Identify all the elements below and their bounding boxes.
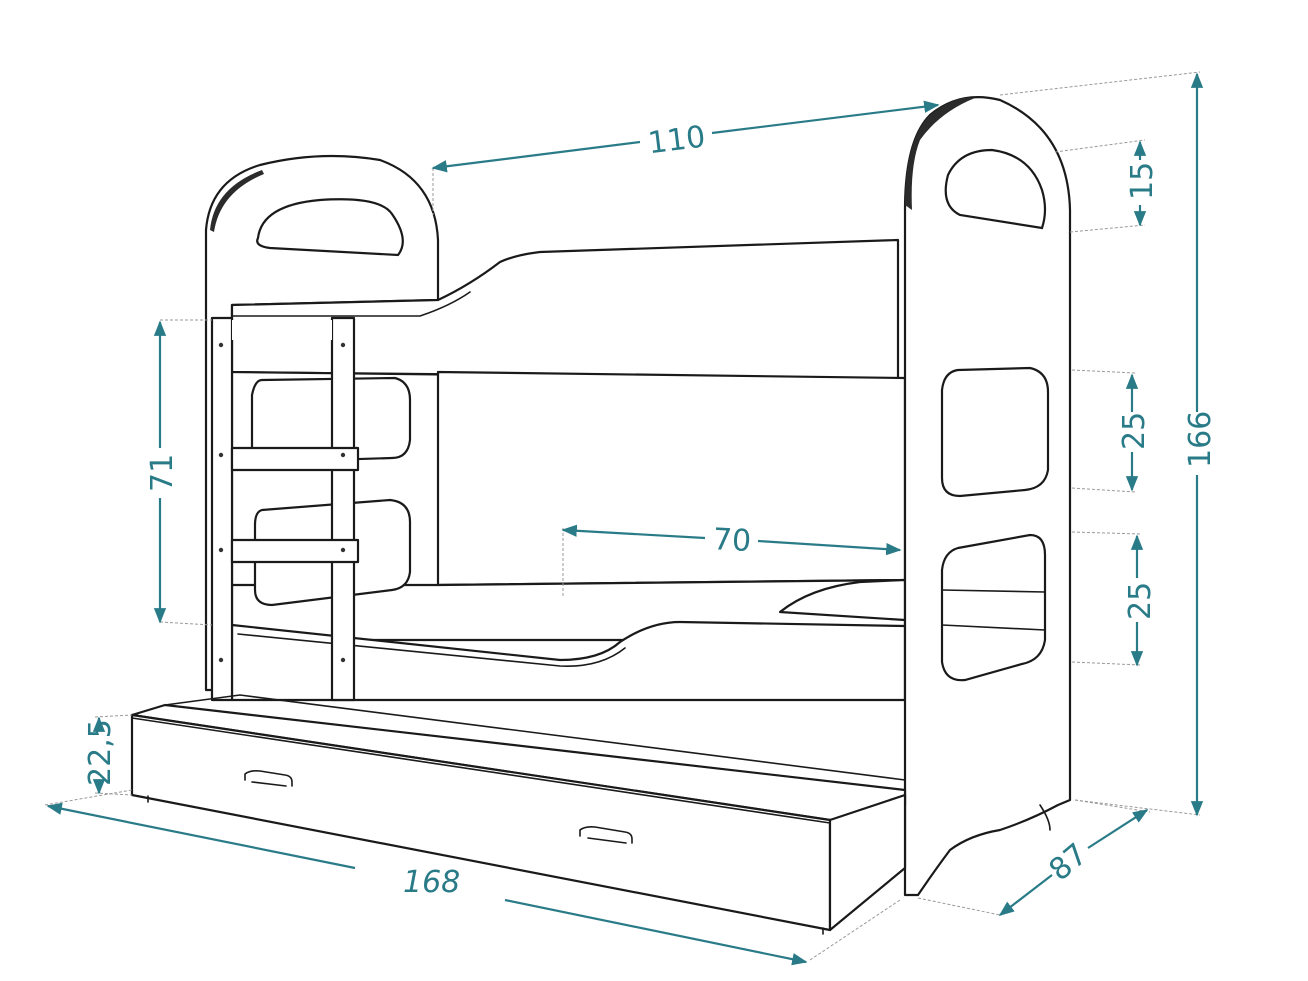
right-headboard <box>903 96 1072 897</box>
dim-upper-opening: 25 <box>1117 412 1152 450</box>
ladder <box>210 316 360 702</box>
extension-lines <box>44 71 1201 961</box>
right-head-handle-hole <box>944 148 1047 230</box>
dim-total-length: 168 <box>403 865 460 900</box>
left-head-handle-hole <box>256 198 404 257</box>
dimension-labels: 110 15 166 25 25 71 70 22,5 168 87 <box>83 120 1218 900</box>
right-lower-opening <box>940 533 1047 682</box>
drawer-handle-left <box>244 770 293 787</box>
right-upper-opening <box>940 366 1050 498</box>
dim-drawer-height: 22,5 <box>83 719 118 786</box>
dim-ladder-height: 71 <box>145 454 180 492</box>
dim-depth: 87 <box>1043 837 1095 888</box>
dim-head-arch: 15 <box>1125 162 1160 200</box>
dim-guard-opening: 70 <box>712 522 752 559</box>
drawer <box>130 694 907 935</box>
left-headboard <box>204 154 440 692</box>
dim-lower-opening: 25 <box>1123 582 1158 620</box>
lower-guard-rail <box>230 578 907 702</box>
drawer-handle-right <box>579 826 633 844</box>
dimension-lines <box>46 72 1204 966</box>
dim-total-height: 166 <box>1183 411 1218 468</box>
dim-top-width: 110 <box>646 120 707 162</box>
